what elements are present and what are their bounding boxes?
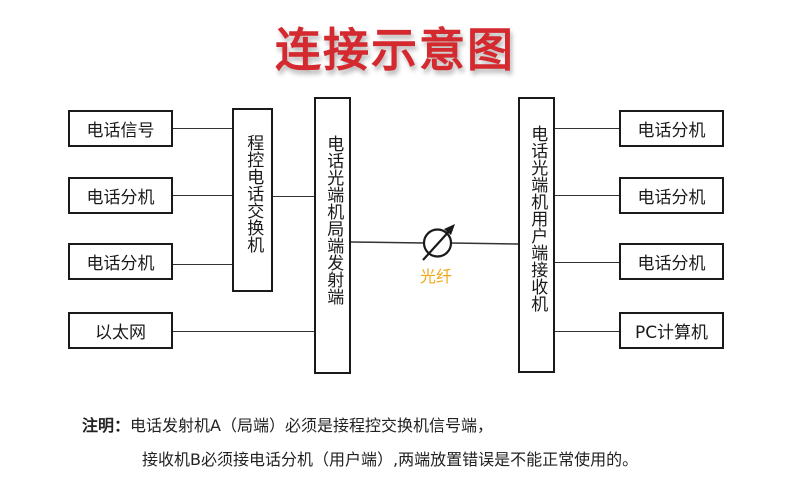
connector-line (555, 128, 620, 129)
note-line-2: 接收机B必须接电话分机（用户端）,两端放置错误是不能正常使用的。 (142, 446, 638, 470)
connector-line (555, 195, 620, 196)
input-label: 电话分机 (86, 254, 155, 274)
output-box-extension-2: 电话分机 (619, 177, 724, 214)
connector-line (173, 264, 233, 265)
diagram-title: 连接示意图 (275, 23, 515, 77)
output-box-extension-3: 电话分机 (619, 243, 724, 280)
input-box-ethernet: 以太网 (68, 312, 173, 349)
connector-line (173, 195, 233, 196)
receiver-box: 电话光端机用户端接收机 (518, 97, 555, 373)
note-line-1: 注明：电话发射机A（局端）必须是接程控交换机信号端， (82, 412, 493, 436)
fiber-line-left (350, 241, 425, 244)
output-label: 电话分机 (637, 188, 706, 208)
fiber-label: 光纤 (420, 267, 453, 286)
output-label: PC计算机 (634, 323, 709, 343)
input-label: 电话信号 (86, 121, 155, 141)
connector-line (272, 196, 315, 197)
note-label: 注明： (82, 416, 131, 435)
transmitter-label: 电话光端机局端发射端 (323, 135, 344, 305)
connector-line (173, 128, 233, 129)
input-box-extension-2: 电话分机 (68, 243, 173, 280)
receiver-label: 电话光端机用户端接收机 (527, 125, 548, 312)
output-box-extension-1: 电话分机 (619, 110, 724, 147)
fiber-line-right (450, 242, 519, 245)
input-label: 以太网 (95, 323, 146, 343)
output-label: 电话分机 (637, 121, 706, 141)
output-box-pc: PC计算机 (619, 312, 724, 349)
note-text-1: 电话发射机A（局端）必须是接程控交换机信号端， (130, 416, 493, 435)
connector-line (555, 331, 620, 332)
input-box-phone-signal: 电话信号 (68, 110, 173, 147)
pbx-label: 程控电话交换机 (243, 134, 264, 253)
input-box-extension-1: 电话分机 (68, 177, 173, 214)
note-text-2: 接收机B必须接电话分机（用户端）,两端放置错误是不能正常使用的。 (142, 450, 639, 469)
connector-line (555, 262, 620, 263)
transmitter-box: 电话光端机局端发射端 (314, 97, 351, 374)
connector-line (173, 331, 315, 332)
fiber-optic-icon (422, 224, 455, 261)
pbx-box: 程控电话交换机 (232, 108, 273, 292)
output-label: 电话分机 (637, 254, 706, 274)
input-label: 电话分机 (86, 188, 155, 208)
